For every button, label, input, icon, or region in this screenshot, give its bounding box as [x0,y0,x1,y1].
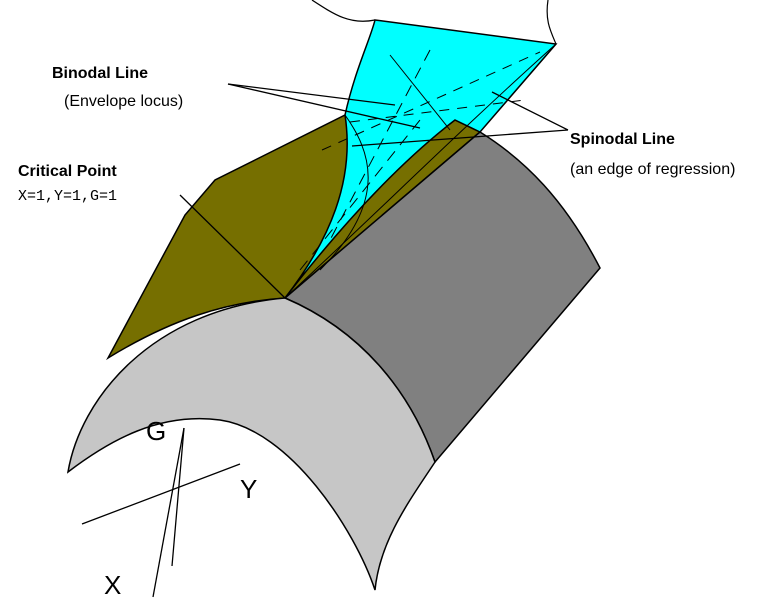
crossing-line-1 [321,51,541,151]
spinodal-edge-curve [284,43,557,299]
envelope-curve [319,114,369,271]
crossing-line-2 [349,99,526,123]
x-axis-line [152,427,185,598]
spinodal-title: Spinodal Line [570,131,675,148]
critical-point-coords: X=1,Y=1,G=1 [18,188,117,205]
binodal-subtitle: (Envelope locus) [64,93,183,110]
g-axis-line [171,427,185,567]
binodal-title: Binodal Line [52,65,148,82]
spinodal-leader-1 [491,91,569,131]
critical-point-title: Critical Point [18,163,117,180]
spinodal-subtitle: (an edge of regression) [570,161,735,178]
cyan-sheet [284,19,558,299]
swallowtail-extensions [311,0,557,45]
crossing-line-4 [329,49,431,241]
g-axis-label: G [146,416,166,446]
light-gray-surface [66,297,436,591]
left-cusp-extension [311,0,376,22]
right-cusp-extension [546,0,557,45]
binodal-leader-1 [227,83,421,129]
spinodal-leader-2 [351,129,569,147]
y-axis-label: Y [240,474,257,504]
critical-point-leader [179,194,286,299]
crossing-line-3 [389,54,451,131]
crossing-line-5 [299,119,421,271]
construction-lines [284,43,557,299]
axes [81,427,241,598]
callout-lines [179,83,569,299]
binodal-leader-2 [227,83,396,106]
x-axis-label: X [104,570,121,600]
y-axis-line [81,463,241,525]
